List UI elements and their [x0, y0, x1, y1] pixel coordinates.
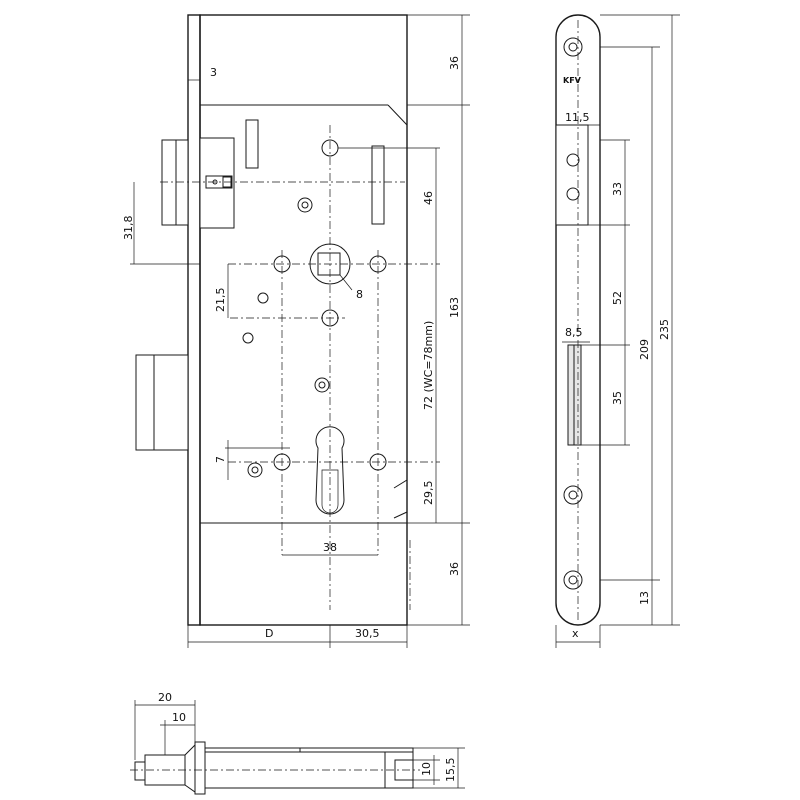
dim-bolt-throw: 20	[158, 691, 172, 704]
dim-top-offset: 36	[448, 56, 461, 70]
dim-forend-total: 235	[658, 319, 671, 340]
latch-bolt	[161, 137, 235, 229]
lock-body-front-view	[135, 14, 440, 626]
lock-bottom-view	[130, 741, 420, 795]
front-view-dimensions: 3 36 31,8 46 163 72 (WC=78mm) 8 21,5 29,…	[122, 14, 470, 648]
dim-screw-small: 7	[214, 456, 227, 463]
dim-strike-gap: 52	[611, 291, 624, 305]
dim-forend-thickness: 3	[210, 66, 217, 79]
dim-bolt-small: 10	[420, 762, 433, 776]
dim-screw-offset: 21,5	[214, 288, 227, 313]
latch-opening	[555, 124, 589, 226]
latch-slot	[245, 119, 259, 169]
strike-plate-dimensions: 11,5 33 52 8,5 35 209 235 13 x	[555, 14, 680, 648]
dim-strike-top-height: 33	[611, 182, 624, 196]
dim-latch-throw: 10	[172, 711, 186, 724]
dim-spindle-to-top: 46	[422, 191, 435, 205]
forend-plate	[187, 14, 201, 626]
strike-plate: KFV	[555, 14, 601, 626]
dim-forend-width: 15,5	[444, 758, 457, 783]
dim-strike-total: 209	[638, 339, 651, 360]
bolt-slot	[371, 145, 385, 225]
bottom-view-dimensions: 20 10 10 15,5	[134, 691, 465, 789]
dim-cylinder-lower: 29,5	[422, 481, 435, 506]
dim-strike-thickness: x	[572, 627, 579, 640]
dead-bolt	[135, 354, 189, 451]
screw-holes	[242, 139, 387, 478]
dim-body-height: 163	[448, 297, 461, 318]
dim-body-depth: 30,5	[355, 627, 380, 640]
brand-logo: KFV	[563, 76, 582, 85]
lock-case	[199, 14, 408, 626]
dim-cylinder-height: 31,8	[122, 216, 135, 241]
strike-plate-outline	[555, 14, 601, 626]
dim-strike-latch: 35	[611, 391, 624, 405]
dim-strike-width-mid: 8,5	[565, 326, 583, 339]
cylinder-cutout	[315, 426, 345, 515]
dim-strike-width-top: 11,5	[565, 111, 590, 124]
dim-backset: D	[265, 627, 273, 640]
dim-wc-distance: 72 (WC=78mm)	[422, 321, 435, 410]
dim-strike-bottom: 13	[638, 591, 651, 605]
dim-bottom-offset: 36	[448, 562, 461, 576]
dim-spindle-square: 8	[356, 288, 363, 301]
dim-cylinder-spacing: 38	[323, 541, 337, 554]
